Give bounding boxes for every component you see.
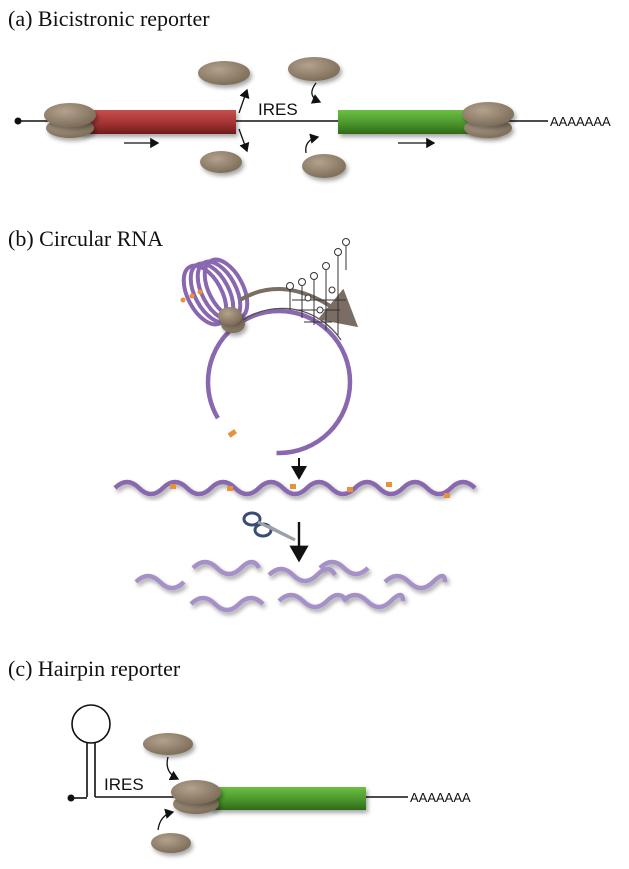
rna-fragments <box>134 559 448 613</box>
nascent-peptide <box>286 238 350 335</box>
arrow-icon <box>157 808 175 831</box>
ribosome-icon <box>288 57 340 81</box>
green-orf-box <box>210 787 366 810</box>
red-orf-box <box>80 110 236 134</box>
ribosome-icon <box>462 102 514 138</box>
hairpin-icon <box>71 704 111 797</box>
ribosome-icon <box>200 151 242 173</box>
panel-a-diagram: IRES AAAAAAA <box>14 57 611 178</box>
panel-c-label: (c) Hairpin reporter <box>8 656 181 681</box>
panel-c-diagram: IRES AAAAAAA <box>67 704 471 853</box>
ribosome-icon <box>218 307 245 333</box>
ires-label: IRES <box>104 775 144 794</box>
polya-label: AAAAAAA <box>550 114 611 129</box>
cap-dot <box>14 117 22 125</box>
orange-markers <box>170 482 450 498</box>
circular-rna <box>205 308 353 456</box>
arrow-icon <box>310 82 322 104</box>
panel-b-label: (b) Circular RNA <box>8 226 164 251</box>
ribosome-icon <box>302 154 346 178</box>
ribosome-icon <box>143 733 193 755</box>
ribosome-icon <box>171 780 221 814</box>
arrow-icon <box>238 88 250 114</box>
panel-a-label: (a) Bicistronic reporter <box>8 6 210 31</box>
panel-b-diagram <box>113 238 477 613</box>
translation-arrow <box>238 287 359 328</box>
arrow-icon <box>305 133 320 154</box>
ribosome-icon <box>44 103 96 138</box>
scissors-icon <box>242 511 296 542</box>
arrow-icon <box>166 756 180 781</box>
orange-marker <box>227 429 237 438</box>
linear-rna <box>113 479 477 497</box>
ribosome-icon <box>151 833 191 853</box>
ires-label: IRES <box>258 100 298 119</box>
polya-label: AAAAAAA <box>410 790 471 805</box>
arrow-icon <box>238 128 250 153</box>
ribosome-icon <box>198 61 250 85</box>
cap-dot <box>67 794 75 802</box>
